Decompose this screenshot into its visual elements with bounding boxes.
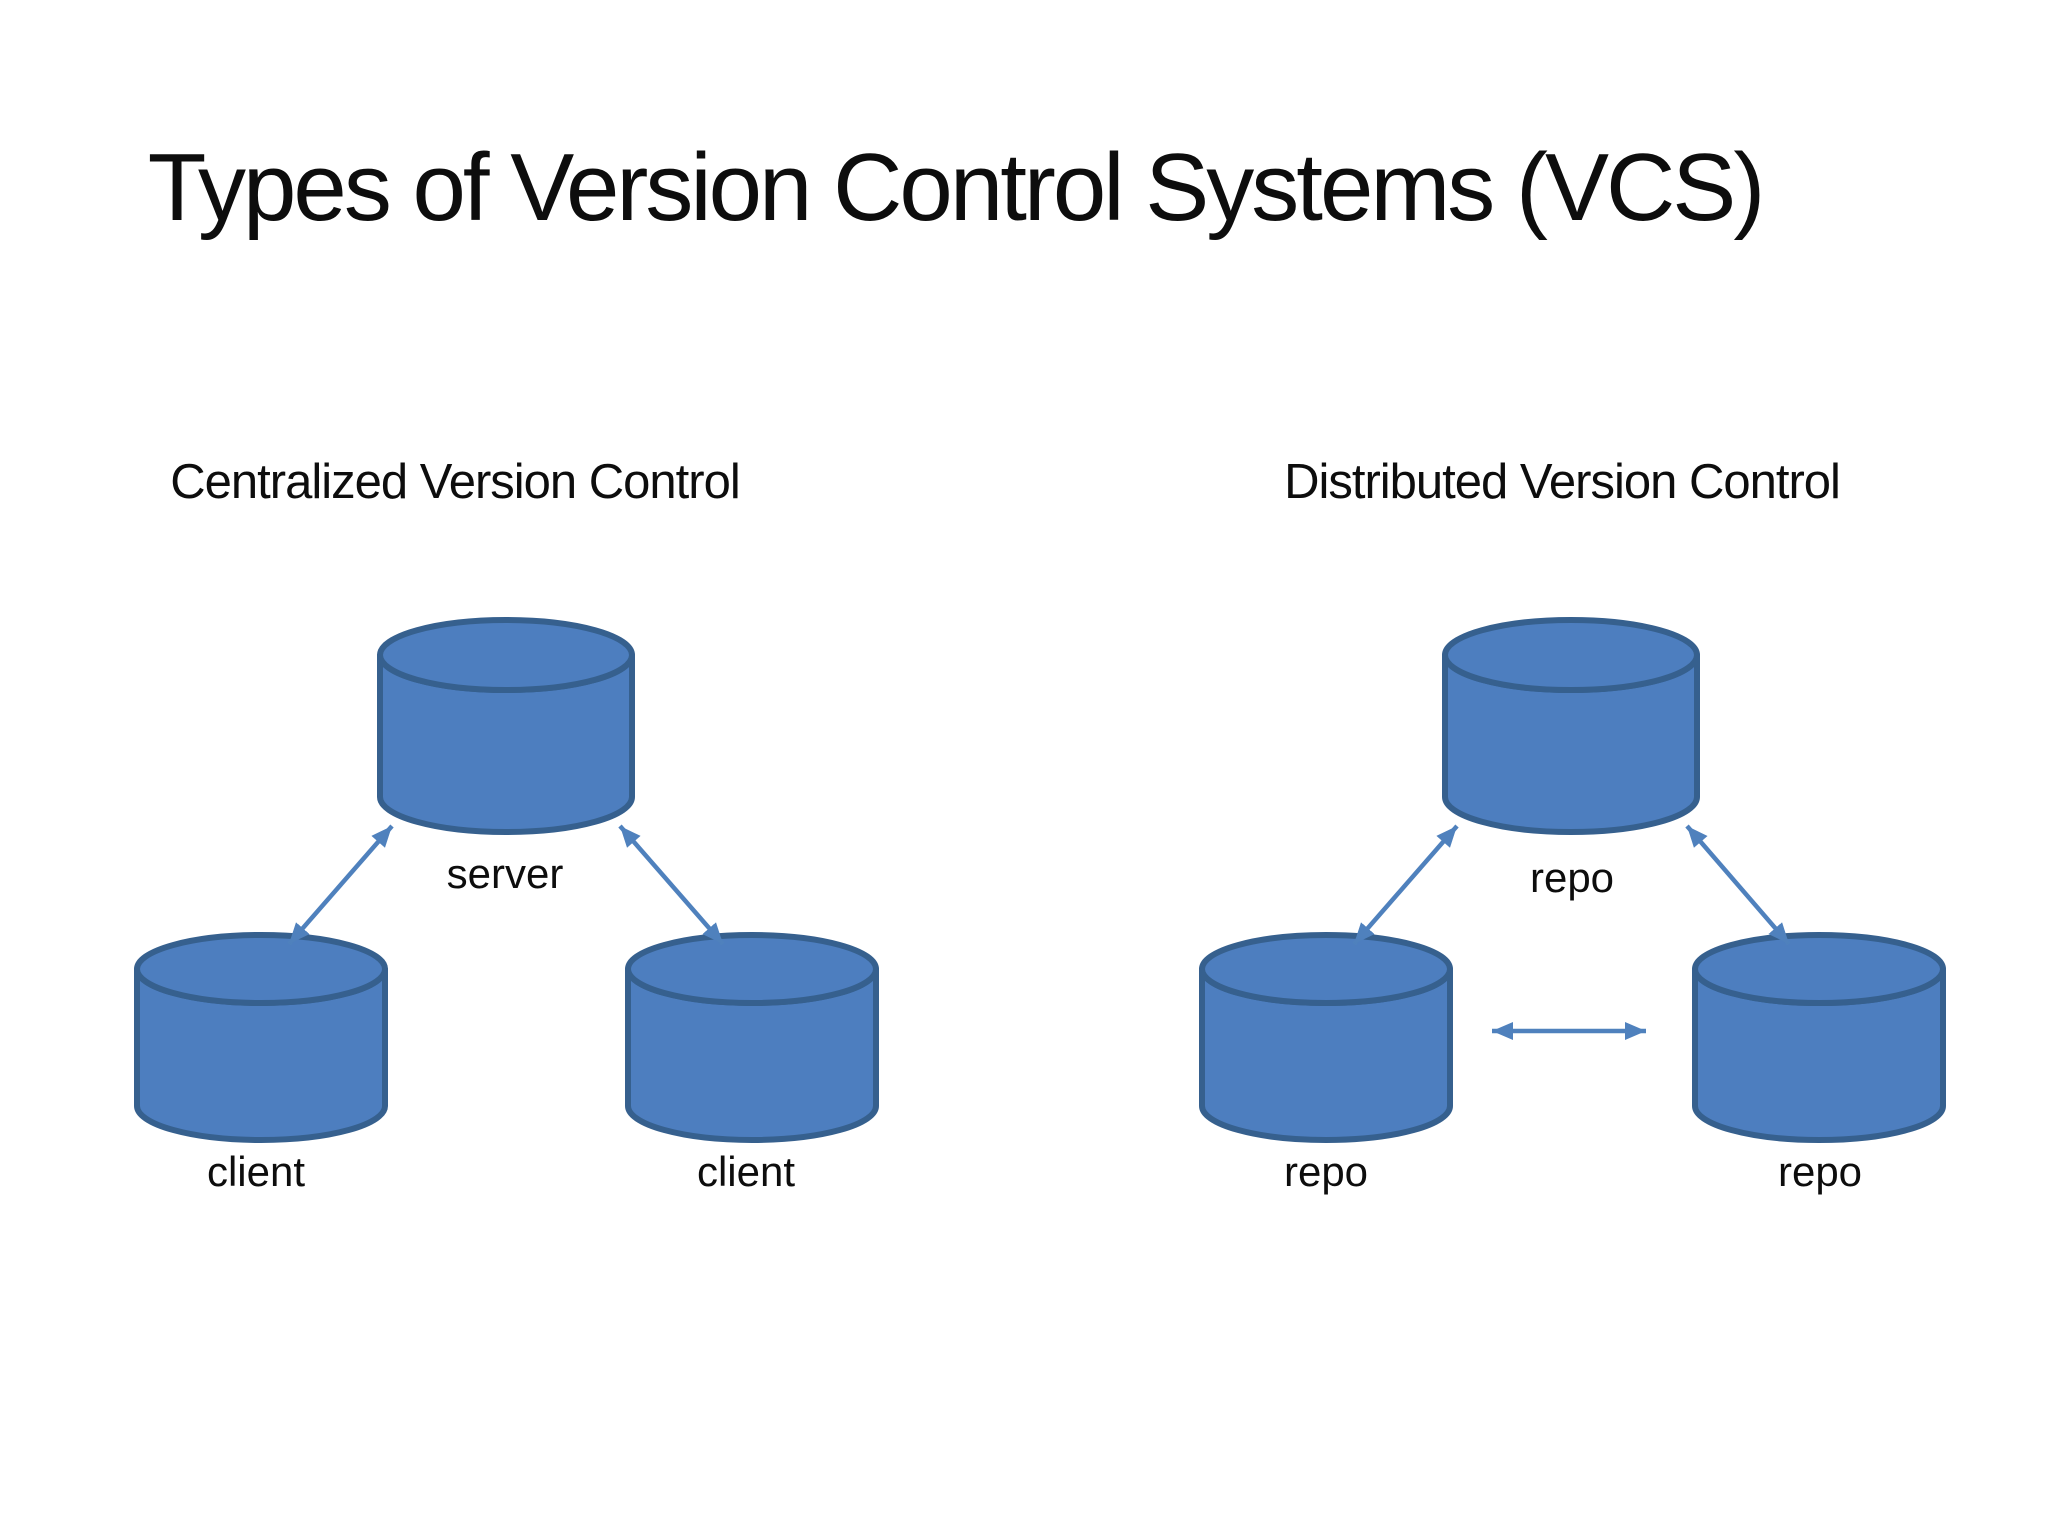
- centralized-diagram: server client client: [134, 617, 879, 1195]
- server-client-left-arrow-icon: [287, 824, 394, 946]
- client-right-label: client: [697, 1148, 795, 1195]
- client-left-label: client: [207, 1148, 305, 1195]
- repo-top-right-arrow-icon: [1685, 824, 1791, 946]
- centralized-subtitle: Centralized Version Control: [170, 455, 740, 509]
- distributed-subtitle: Distributed Version Control: [1284, 455, 1841, 509]
- repo-right-label: repo: [1778, 1148, 1862, 1195]
- client-left-database-icon: [134, 932, 388, 1143]
- repo-top-database-icon: [1442, 617, 1700, 835]
- client-right-database-icon: [625, 932, 879, 1143]
- server-label: server: [447, 850, 564, 897]
- slide-title: Types of Version Control Systems (VCS): [147, 134, 1766, 241]
- server-database-icon: [377, 617, 635, 835]
- repo-left-database-icon: [1199, 932, 1453, 1143]
- repo-right-database-icon: [1692, 932, 1946, 1143]
- repo-left-label: repo: [1284, 1148, 1368, 1195]
- repo-top-label: repo: [1530, 854, 1614, 901]
- server-client-right-arrow-icon: [618, 824, 725, 946]
- distributed-diagram: repo repo repo: [1199, 617, 1946, 1195]
- repo-top-left-arrow-icon: [1352, 824, 1459, 946]
